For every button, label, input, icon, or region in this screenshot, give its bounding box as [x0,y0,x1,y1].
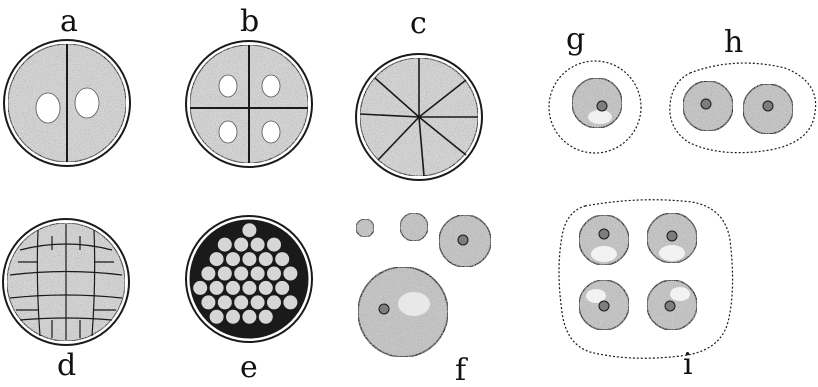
vacuole [219,75,237,97]
sphere-cell [258,309,273,324]
sphere-cell [283,266,298,281]
figure-label-b: b [240,4,259,39]
figure-label-h: h [724,25,743,60]
vacuole [588,110,612,124]
sphere-cell [267,237,282,252]
figure-e: e [186,216,312,385]
sphere-cell [226,309,241,324]
sphere-cell [250,295,265,310]
figure-f: f [356,213,491,387]
sphere-cell [258,281,273,296]
figure-h: h [670,25,816,153]
sphere-cell [234,237,249,252]
nucleus [667,231,677,241]
sphere-cell [209,281,224,296]
nucleus [665,301,675,311]
figure-label-d: d [57,348,76,383]
small-cell [356,219,374,237]
sphere-cell [201,266,216,281]
sphere-cell [226,252,241,267]
nucleus [597,101,607,111]
sphere-cell [209,252,224,267]
figure-label-g: g [566,22,585,57]
vacuole [659,245,685,261]
nucleus [763,101,773,111]
nucleus [458,235,468,245]
sphere-cell [275,281,290,296]
sphere-cell [242,252,257,267]
figure-label-a: a [60,4,78,39]
sphere-cell [242,281,257,296]
nucleus [701,99,711,109]
sphere-cell [226,281,241,296]
figure-label-i: i [683,347,693,382]
sphere-cell [250,266,265,281]
figure-label-f: f [455,353,468,387]
vacuole [398,292,430,316]
sphere-cell [258,252,273,267]
vacuole [670,287,690,301]
sphere-cell [217,237,232,252]
sphere-cell [242,309,257,324]
sphere-cell [234,295,249,310]
figure-d: d [3,219,129,383]
nucleus [379,304,389,314]
nucleus [599,301,609,311]
nucleus [599,229,609,239]
sphere-cell [201,295,216,310]
small-cell [400,213,428,241]
sphere-cell [234,266,249,281]
figure-a: a [4,4,130,166]
vacuole [219,121,237,143]
figure-g: g [549,22,641,153]
sphere-cell [217,295,232,310]
figure-b: b [186,4,312,167]
figure-c: c [356,6,482,180]
sphere-cell [267,266,282,281]
figure-label-c: c [410,6,427,41]
figure-i: i [559,200,733,382]
sphere-cell [217,266,232,281]
vacuole [591,246,617,262]
vacuole [262,121,280,143]
vacuole [36,93,60,123]
sphere-cell [283,295,298,310]
vacuole [262,75,280,97]
sphere-cell [242,223,257,238]
sphere-cell [275,252,290,267]
figure-label-e: e [240,350,258,385]
sphere-cell [267,295,282,310]
sphere-cell [193,281,208,296]
sphere-cell [250,237,265,252]
sphere-cell [209,309,224,324]
vacuole [75,88,99,118]
